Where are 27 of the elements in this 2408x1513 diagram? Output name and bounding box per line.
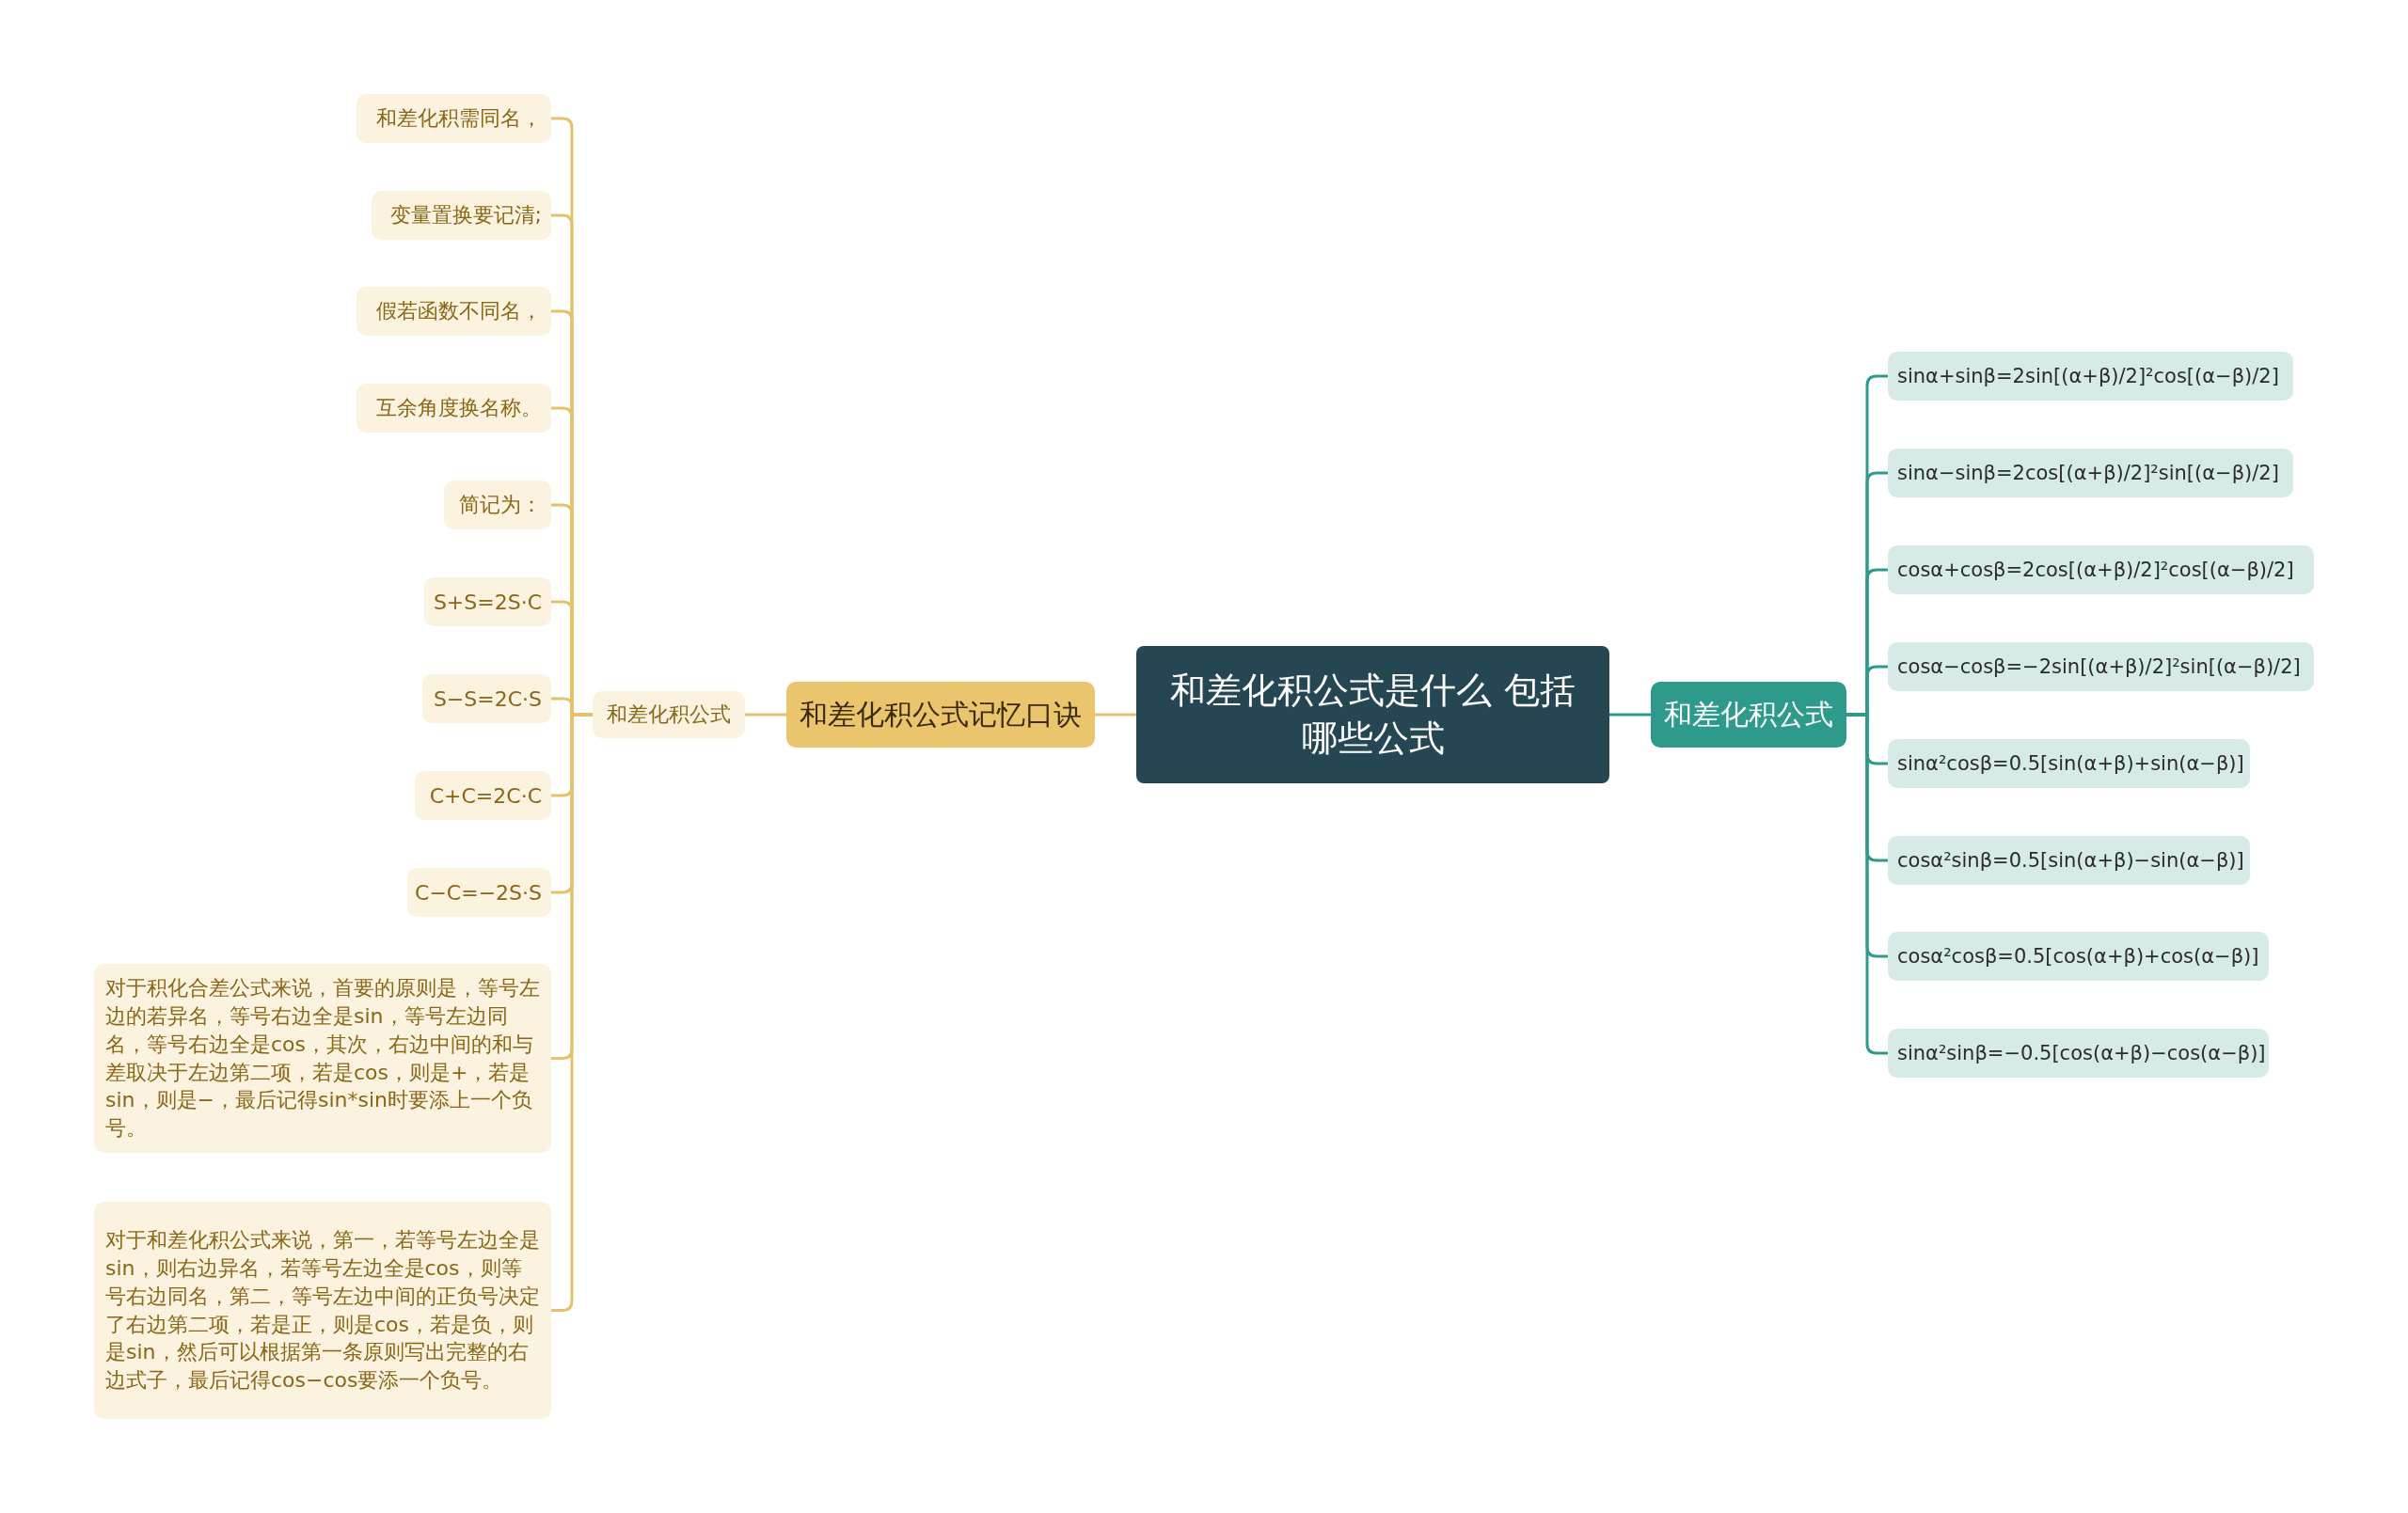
branch-topic-box: 和差化积公式记忆口诀 xyxy=(786,682,1095,748)
note-box: 假若函数不同名， xyxy=(356,287,551,336)
note-box: 对于积化合差公式来说，首要的原则是，等号左边的若异名，等号右边全是sin，等号左边同名，等号右边全是cos，其次，右边中间的和与差取决于左边第二项，若是cos，则是+，若是sin，则是−，最后记得sin*sin时要添上一个负号。 xyxy=(94,964,551,1153)
formula-box: sinα−sinβ=2cos[(α+β)/2]²sin[(α−β)/2] xyxy=(1888,449,2293,497)
note-box: C+C=2C·C xyxy=(415,771,551,820)
formula-box: sinα²cosβ=0.5[sin(α+β)+sin(α−β)] xyxy=(1888,739,2250,788)
note-box: 和差化积需同名， xyxy=(356,94,551,143)
formula-box: cosα+cosβ=2cos[(α+β)/2]²cos[(α−β)/2] xyxy=(1888,545,2314,594)
central-topic-box: 和差化积公式是什么 包括哪些公式 xyxy=(1136,646,1609,783)
connector-line xyxy=(1095,713,1136,717)
branch-topic-box: 和差化积公式 xyxy=(1651,682,1846,748)
note-box: S+S=2S·C xyxy=(424,577,551,626)
note-box: 互余角度换名称。 xyxy=(356,384,551,433)
formula-box: sinα²sinβ=−0.5[cos(α+β)−cos(α−β)] xyxy=(1888,1029,2269,1078)
formula-box: cosα²cosβ=0.5[cos(α+β)+cos(α−β)] xyxy=(1888,932,2269,981)
note-box: S−S=2C·S xyxy=(422,674,551,723)
formula-box: cosα−cosβ=−2sin[(α+β)/2]²sin[(α−β)/2] xyxy=(1888,642,2314,691)
connector-line xyxy=(1846,713,1888,1055)
formula-box: cosα²sinβ=0.5[sin(α+β)−sin(α−β)] xyxy=(1888,836,2250,885)
note-box: C−C=−2S·S xyxy=(407,868,551,917)
note-box: 简记为： xyxy=(444,481,551,529)
note-box: 对于和差化积公式来说，第一，若等号左边全是sin，则右边异名，若等号左边全是cos，则等号右边同名，第二，等号左边中间的正负号决定了右边第二项，若是正，则是cos，若是负，则是sin，然后可以根据第一条原则写出完整的右边式子，最后记得cos−cos要添一个负号。 xyxy=(94,1202,551,1419)
note-box: 变量置换要记清; xyxy=(372,191,551,240)
connector-line xyxy=(745,713,786,717)
connector-line xyxy=(1609,713,1651,717)
formula-box: sinα+sinβ=2sin[(α+β)/2]²cos[(α−β)/2] xyxy=(1888,352,2293,401)
subtopic-box: 和差化积公式 xyxy=(593,691,745,738)
